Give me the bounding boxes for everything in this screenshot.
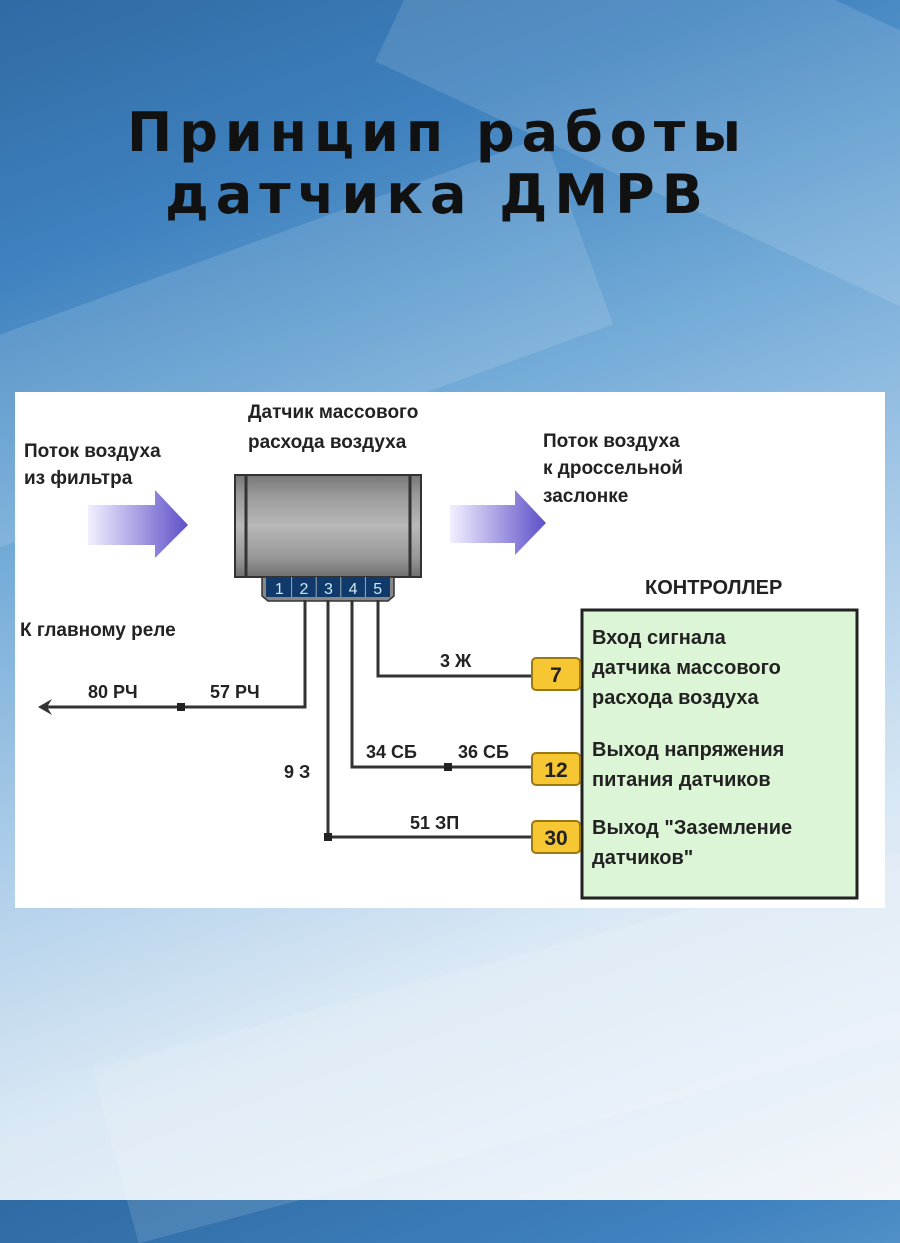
wire-label: 51 ЗП (410, 813, 459, 833)
outflow-label: Поток воздуха (543, 431, 680, 452)
inflow-label: из фильтра (24, 468, 133, 489)
controller-terminal (531, 752, 581, 786)
controller-terminal (531, 657, 581, 691)
connector-pin: 1 (275, 581, 284, 598)
controller-box (580, 608, 859, 900)
controller-text: Выход напряжения (592, 739, 784, 761)
wire-label: 9 З (284, 762, 310, 782)
controller-text: питания датчиков (592, 769, 771, 791)
connector-pin: 4 (349, 581, 358, 598)
terminal-number: 12 (544, 759, 567, 782)
connector-pin: 2 (299, 581, 308, 598)
splice-point (177, 703, 185, 711)
controller-text: датчиков" (592, 847, 693, 869)
terminal-number: 7 (550, 664, 562, 687)
splice-point (444, 763, 452, 771)
controller-text: датчика массового (592, 657, 781, 679)
controller-terminal (531, 820, 581, 854)
maf-sensor (234, 474, 422, 602)
controller-text: Вход сигнала (592, 627, 727, 649)
page-title-line1: Принцип работы (127, 101, 748, 164)
outflow-label: заслонке (543, 486, 628, 507)
splice-point (324, 833, 332, 841)
diagram-panel: Датчик массового расхода воздуха Поток в… (15, 392, 885, 908)
outflow-arrow-icon (450, 490, 546, 555)
connector-pin: 3 (324, 581, 333, 598)
wire-label: 34 СБ (366, 742, 417, 762)
relay-label: К главному реле (20, 620, 176, 641)
outflow-label: к дроссельной (543, 458, 683, 479)
terminal-number: 30 (544, 827, 567, 850)
wire-label: 57 РЧ (210, 682, 260, 702)
wire-label: 80 РЧ (88, 682, 138, 702)
sensor-label: Датчик массового (248, 402, 418, 423)
connector-pin: 5 (373, 581, 382, 598)
controller-title: КОНТРОЛЛЕР (645, 577, 782, 599)
controller-text: Выход "Заземление (592, 817, 792, 839)
page-title-line2: датчика ДМРВ (165, 163, 710, 226)
controller-text: расхода воздуха (592, 687, 760, 709)
wire-label: 3 Ж (440, 651, 472, 671)
arrow-left-icon (38, 699, 52, 715)
wire-label: 36 СБ (458, 742, 509, 762)
inflow-arrow-icon (88, 490, 188, 558)
inflow-label: Поток воздуха (24, 441, 161, 462)
sensor-label: расхода воздуха (248, 432, 407, 453)
maf-wiring-diagram: Датчик массового расхода воздуха Поток в… (20, 402, 859, 900)
